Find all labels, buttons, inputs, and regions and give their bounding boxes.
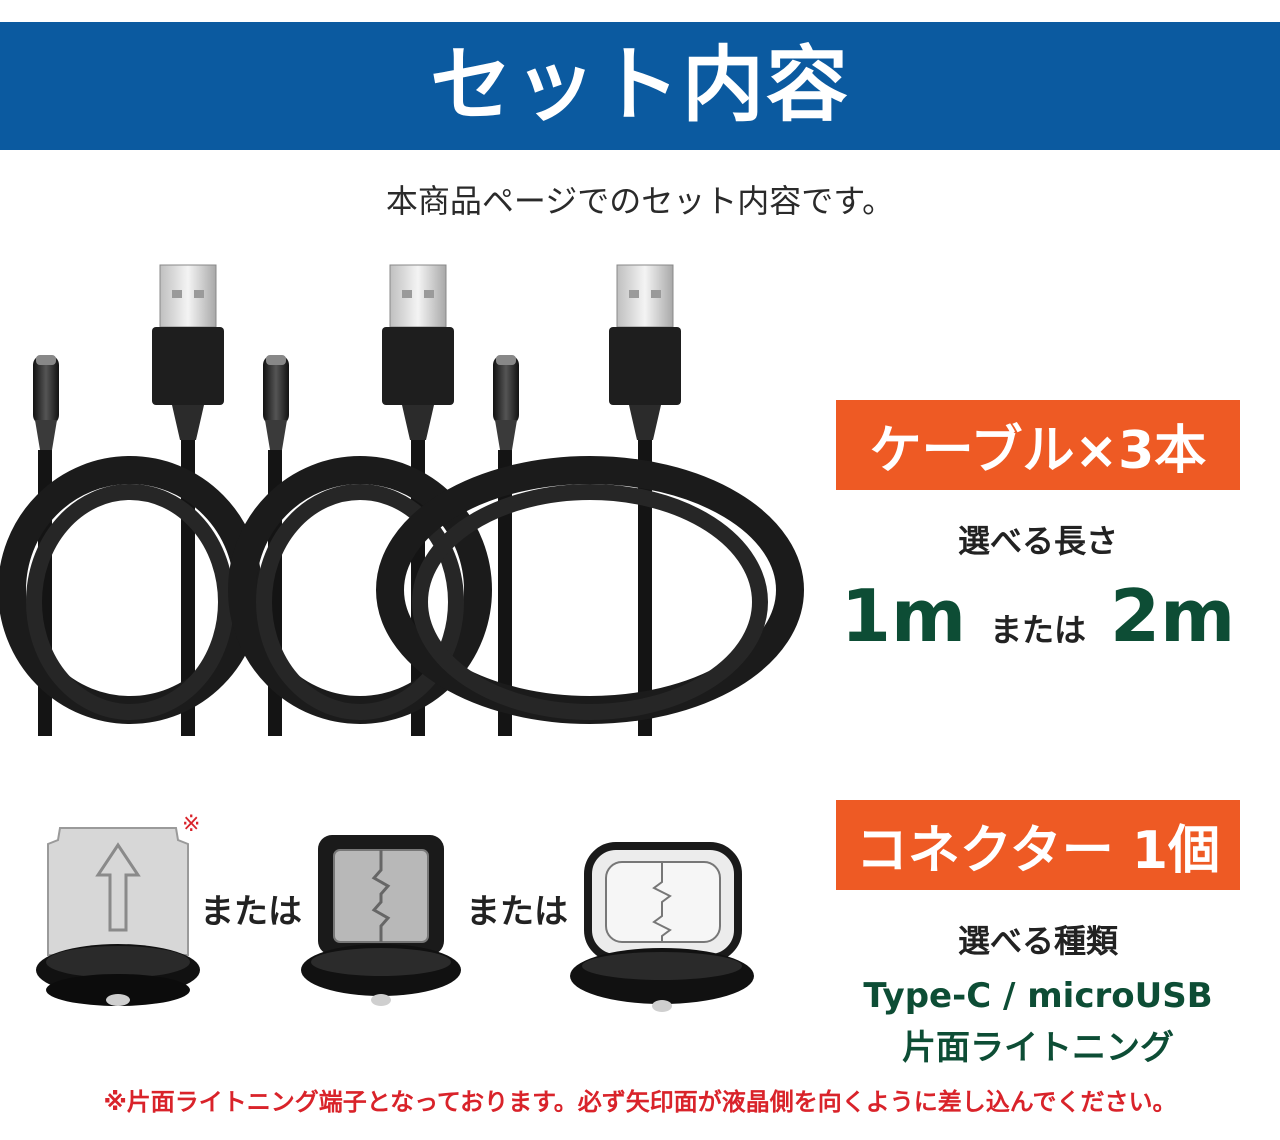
cables-image xyxy=(0,264,804,736)
footnote: ※片面ライトニング端子となっております。必ず矢印面が液晶側を向くように差し込んで… xyxy=(103,1088,1177,1116)
length-options: 1m または 2m xyxy=(836,574,1240,658)
connector-count-badge: コネクター 1個 xyxy=(836,800,1240,890)
cable-2 xyxy=(228,264,492,736)
cable-3 xyxy=(376,264,804,736)
length-option-1m: 1m xyxy=(840,574,966,658)
cable-1 xyxy=(0,264,262,736)
length-option-2m: 2m xyxy=(1110,574,1236,658)
lightning-asterisk: ※ xyxy=(182,812,201,837)
lightning-connector-image xyxy=(36,827,200,1006)
header-banner: セット内容 xyxy=(0,22,1280,150)
microusb-connector-image xyxy=(301,835,461,1006)
type-label: 選べる種類 xyxy=(957,922,1118,960)
connector-types-line-1: Type-C / microUSB xyxy=(863,976,1213,1016)
subtitle: 本商品ページでのセット内容です。 xyxy=(385,182,895,220)
page-title: セット内容 xyxy=(429,38,850,133)
connector-types-line-2: 片面ライトニング xyxy=(902,1028,1174,1068)
connector-or-2: または xyxy=(466,892,568,932)
arrow-up-icon xyxy=(95,842,141,932)
connector-or-1: または xyxy=(200,892,302,932)
cable-count-badge: ケーブル×3本 xyxy=(836,400,1240,490)
typec-connector-image xyxy=(570,842,754,1012)
length-label: 選べる長さ xyxy=(957,522,1118,560)
length-or: または xyxy=(989,611,1086,649)
